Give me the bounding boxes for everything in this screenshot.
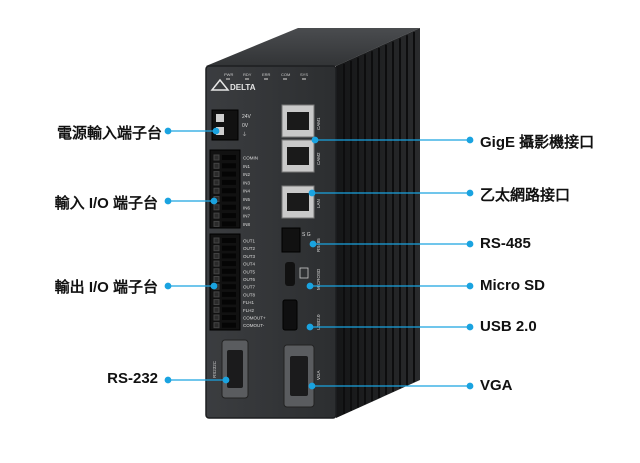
callout-dot <box>210 282 218 290</box>
callout-dot <box>164 282 172 290</box>
callout-usb: USB 2.0 <box>480 318 537 335</box>
cam1-port <box>281 104 315 138</box>
input-terminal-label: IN2 <box>243 172 251 177</box>
input-terminal-label: IN1 <box>243 164 251 169</box>
callout-output-io-terminal: 輸出 I/O 端子台 <box>54 279 158 296</box>
rs485-port <box>281 227 301 253</box>
input-terminal-label: IN6 <box>243 205 251 210</box>
callout-microsd: Micro SD <box>480 277 546 294</box>
led-label: ERR <box>262 72 271 77</box>
callout-ethernet-port: 乙太網路接口 <box>480 187 571 204</box>
callout-vga: VGA <box>480 377 513 394</box>
input-terminal-label: IN8 <box>243 222 251 227</box>
output-terminal-label: OUT3 <box>243 254 255 259</box>
svg-text:CAM2: CAM2 <box>316 152 321 165</box>
delta-logo-icon <box>210 78 230 91</box>
led-label: PWR <box>224 72 233 77</box>
callout-rs485: RS-485 <box>480 235 531 252</box>
svg-text:S G: S G <box>302 232 311 238</box>
power-terminal-label: 24V <box>242 114 252 120</box>
callout-dot <box>164 376 172 384</box>
callout-dot <box>466 323 474 331</box>
callout-dot <box>164 197 172 205</box>
callout-input-io-terminal: 輸入 I/O 端子台 <box>54 195 158 212</box>
input-terminal-label: IN7 <box>243 214 251 219</box>
status-leds: PWR RDY ERR COM SYS <box>224 72 308 80</box>
callout-dot <box>466 240 474 248</box>
svg-text:RS485: RS485 <box>316 238 321 252</box>
output-terminal-label: FLH1 <box>243 300 255 305</box>
callout-dot <box>466 136 474 144</box>
callout-dot <box>311 136 319 144</box>
svg-text:USB2.0: USB2.0 <box>316 314 321 330</box>
callout-dot <box>212 127 220 135</box>
callout-rs232: RS-232 <box>107 370 158 387</box>
output-terminal-label: COMOUT- <box>243 323 265 328</box>
led-label: SYS <box>300 72 308 77</box>
callout-dot <box>306 323 314 331</box>
output-terminal-label: OUT5 <box>243 269 255 274</box>
output-terminal-label: OUT4 <box>243 262 255 267</box>
callout-dot <box>466 382 474 390</box>
svg-text:MICROSD: MICROSD <box>316 268 321 290</box>
callout-dot <box>308 382 316 390</box>
callout-dot <box>306 282 314 290</box>
device-top-face <box>206 28 420 66</box>
callout-dot <box>466 189 474 197</box>
callout-power-input-terminal: 電源輸入端子台 <box>56 125 162 142</box>
callout-dot <box>466 282 474 290</box>
power-terminal-label: ⏚ <box>242 131 247 138</box>
callout-dot <box>308 189 316 197</box>
led-label: RDY <box>243 72 252 77</box>
led-label: COM <box>281 72 290 77</box>
callout-dot <box>222 376 230 384</box>
input-terminal-label: IN3 <box>243 180 251 185</box>
input-terminal-label: IN5 <box>243 197 251 202</box>
callout-dot <box>210 197 218 205</box>
svg-text:CAM1: CAM1 <box>316 117 321 130</box>
svg-text:RS232C: RS232C <box>212 360 217 378</box>
output-terminal-label: OUT1 <box>243 239 255 244</box>
svg-text:VGA: VGA <box>316 370 321 380</box>
input-terminal-label: IN4 <box>243 189 251 194</box>
output-terminal-label: COMOUT+ <box>243 316 266 321</box>
callout-gige-camera-port: GigE 攝影機接口 <box>480 134 595 151</box>
output-terminal-label: OUT6 <box>243 277 255 282</box>
svg-text:LAN: LAN <box>316 199 321 208</box>
output-terminal-label: OUT7 <box>243 285 255 290</box>
output-terminal-label: FLH2 <box>243 308 255 313</box>
callout-dot <box>309 240 317 248</box>
cam2-port <box>281 139 315 173</box>
power-terminal-block <box>211 109 239 141</box>
usb-port <box>282 299 298 331</box>
output-terminal-label: OUT8 <box>243 292 255 297</box>
callout-dot <box>164 127 172 135</box>
lan-port <box>281 185 315 219</box>
brand-logo: DELTA <box>230 83 256 92</box>
input-terminal-label: COMIN <box>243 156 258 161</box>
microsd-slot <box>285 262 295 286</box>
power-terminal-label: 0V <box>242 123 249 129</box>
output-terminal-label: OUT2 <box>243 246 255 251</box>
